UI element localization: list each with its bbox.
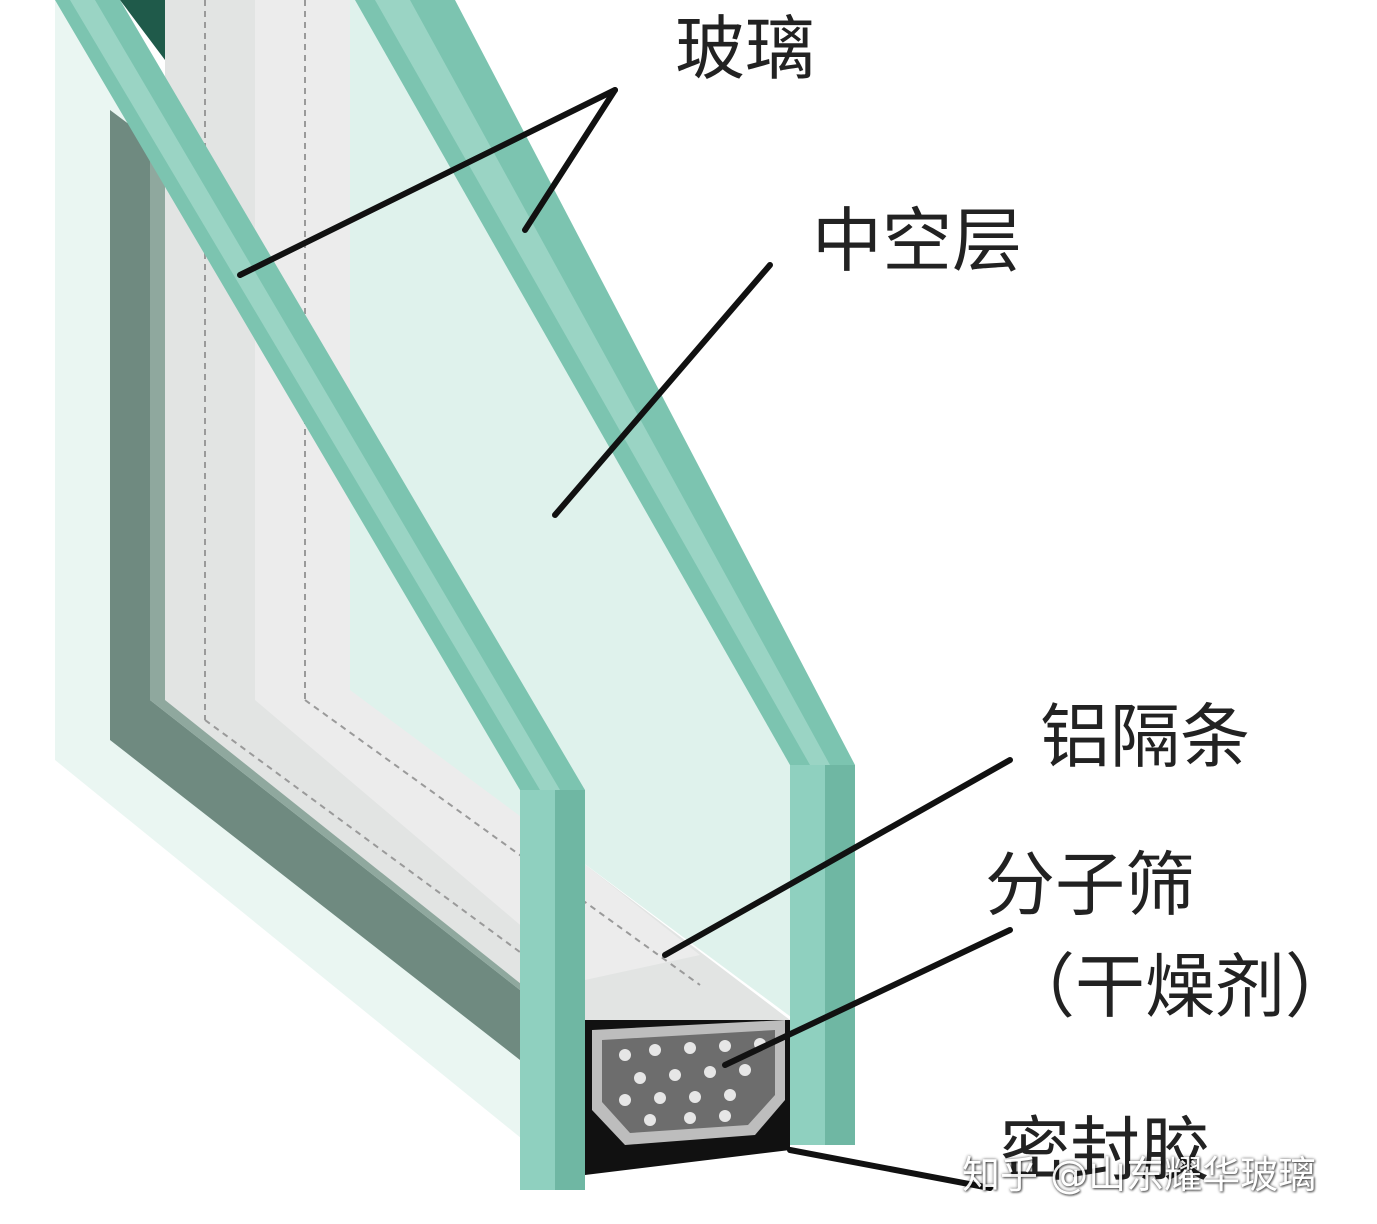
- watermark: 知乎 @山东耀华玻璃: [962, 1153, 1317, 1197]
- spacer-dotted-2: [204, 719, 586, 1001]
- back-glass-end-shade: [555, 790, 585, 1190]
- label-desiccant-line2: （干燥剂）: [1005, 946, 1355, 1028]
- back-glass-edge-highlight: [70, 0, 560, 790]
- desiccant: [602, 1030, 775, 1133]
- label-spacer: 铝隔条: [1040, 696, 1250, 778]
- leader-sealant: [787, 1147, 993, 1191]
- leader-air-space: [552, 262, 773, 518]
- front-glass-end-shade: [825, 765, 855, 1145]
- label-sealant: 密封胶: [1000, 1109, 1210, 1191]
- label-glass: 玻璃: [675, 8, 815, 90]
- leader-desiccant: [722, 927, 1013, 1068]
- leader-glass-right: [522, 87, 618, 233]
- spacer-inner: [255, 0, 700, 980]
- dark-corner: [120, 0, 165, 60]
- leader-glass-left: [237, 87, 618, 278]
- back-frame-dark: [110, 110, 520, 1060]
- front-glass-face: [350, 0, 795, 1020]
- label-desiccant-line1: 分子筛: [985, 844, 1195, 926]
- spacer-dotted-4: [304, 699, 701, 986]
- leader-spacer: [662, 757, 1013, 958]
- front-glass-edge-highlight: [375, 0, 830, 765]
- label-air-space: 中空层: [812, 200, 1022, 282]
- leader-lines: [237, 87, 1013, 1191]
